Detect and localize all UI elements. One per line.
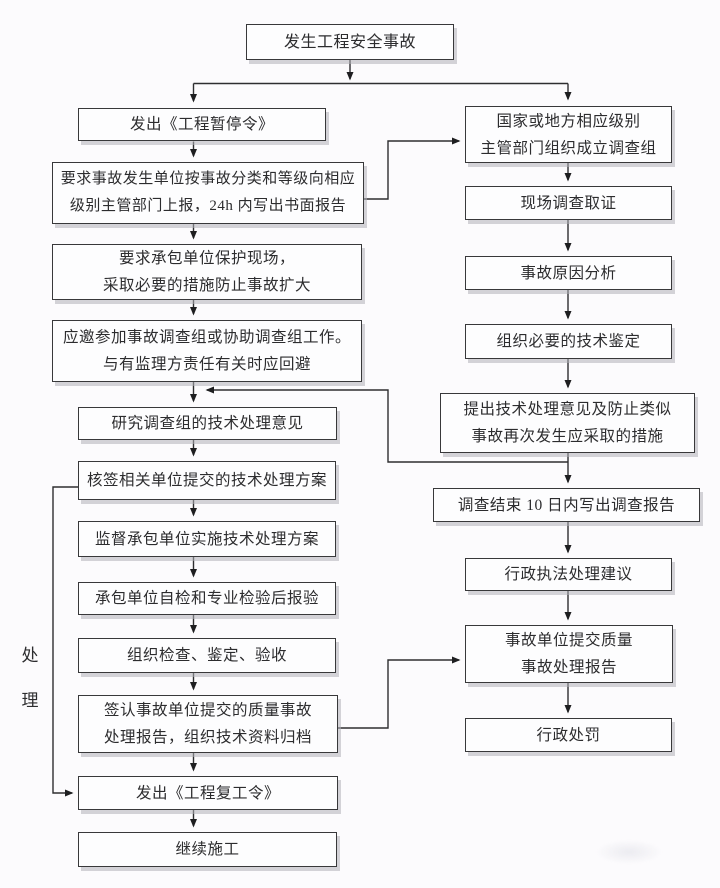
- flow-node-technical-proposal: 提出技术处理意见及防止类似 事故再次发生应采取的措施: [440, 393, 695, 453]
- flow-node-countersign-technical-plan: 核签相关单位提交的技术处理方案: [78, 461, 336, 500]
- flow-node-cause-analysis: 事故原因分析: [465, 256, 672, 290]
- flow-node-protect-site: 要求承包单位保护现场， 采取必要的措施防止事故扩大: [52, 244, 362, 300]
- flow-node-sign-quality-report: 签认事故单位提交的质量事故 处理报告，组织技术资料归档: [78, 695, 338, 753]
- flow-node-law-enforcement-advice: 行政执法处理建议: [465, 558, 672, 591]
- flow-node-technical-appraisal: 组织必要的技术鉴定: [465, 324, 672, 359]
- flow-node-join-investigation: 应邀参加事故调查组或协助调查组工作。 与有监理方责任有关时应回避: [52, 320, 362, 382]
- flow-node-site-evidence: 现场调查取证: [465, 186, 672, 220]
- flow-node-form-investigation-team: 国家或地方相应级别 主管部门组织成立调查组: [465, 106, 672, 163]
- flow-node-study-technical-opinion: 研究调查组的技术处理意见: [78, 407, 337, 440]
- watermark-blob: [596, 840, 662, 864]
- flow-node-issue-suspension-order: 发出《工程暂停令》: [78, 108, 326, 141]
- flow-node-contractor-selfcheck: 承包单位自检和专业检验后报验: [78, 582, 336, 615]
- flow-node-submit-quality-report: 事故单位提交质量 事故处理报告: [465, 625, 673, 683]
- flow-node-supervise-implementation: 监督承包单位实施技术处理方案: [78, 521, 336, 557]
- flow-node-investigation-report-10days: 调查结束 10 日内写出调查报告: [433, 488, 700, 522]
- side-label-processing: 处 理: [21, 646, 39, 710]
- flow-node-administrative-penalty: 行政处罚: [465, 718, 672, 752]
- flow-node-accident-occurred: 发生工程安全事故: [246, 24, 454, 60]
- flow-node-continue-construction: 继续施工: [78, 832, 337, 867]
- flow-node-report-to-authority: 要求事故发生单位按事故分类和等级向相应 级别主管部门上报，24h 内写出书面报告: [52, 162, 364, 224]
- flow-node-issue-resume-order: 发出《工程复工令》: [78, 776, 338, 810]
- flow-node-organize-inspection: 组织检查、鉴定、验收: [78, 638, 336, 673]
